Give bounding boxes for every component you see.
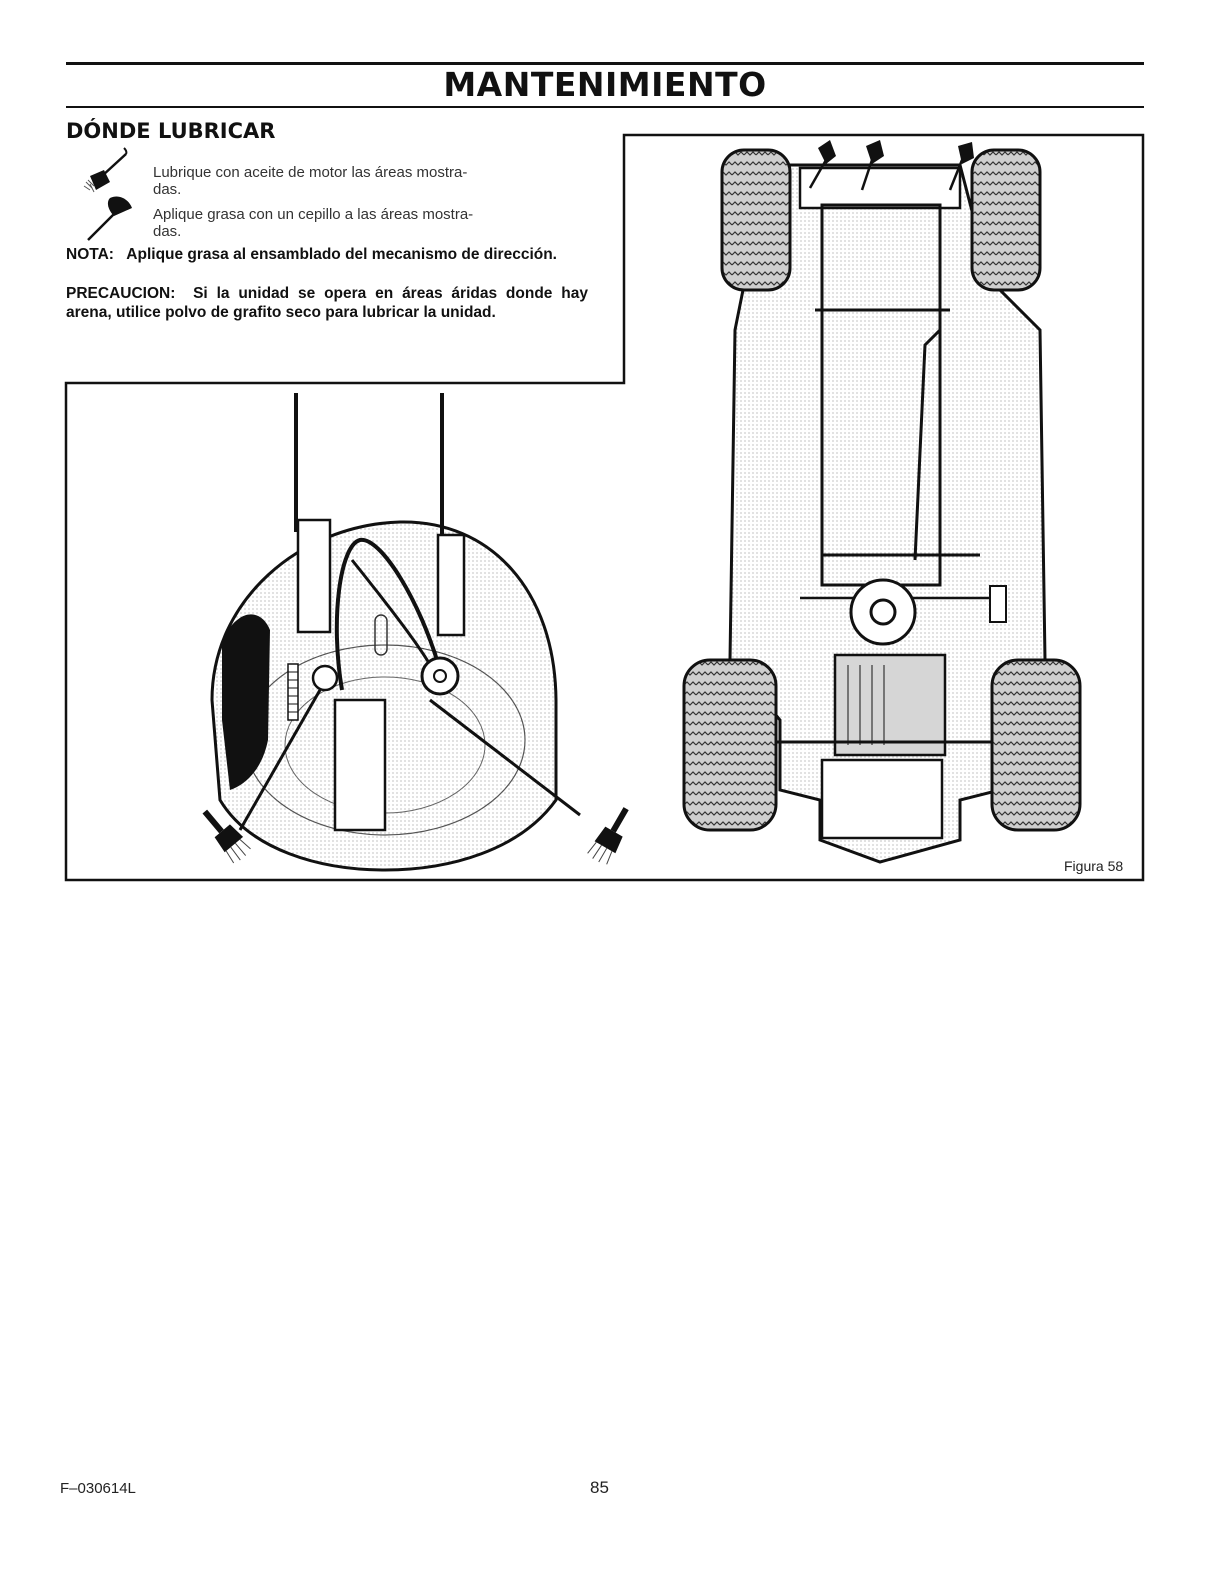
- oil-can-icon: [83, 147, 128, 193]
- oil-legend-text: Lubrique con aceite de motor las áreas m…: [153, 164, 593, 198]
- note-label: NOTA:: [66, 246, 114, 263]
- oil-legend-line1: Lubrique con aceite de motor las áreas m…: [153, 164, 468, 181]
- grease-legend-line1: Aplique grasa con un cepillo a las áreas…: [153, 206, 474, 223]
- note-text: Aplique grasa al ensamblado del mecanism…: [126, 246, 557, 263]
- header-rule-bottom: [66, 106, 1144, 108]
- note-paragraph: NOTA: Aplique grasa al ensamblado del me…: [66, 245, 588, 264]
- section-heading: DÓNDE LUBRICAR: [66, 119, 276, 143]
- grease-brush-icon: [87, 196, 132, 241]
- grease-legend-line2: das.: [153, 223, 182, 240]
- grease-legend-text: Aplique grasa con un cepillo a las áreas…: [153, 206, 593, 240]
- figure-border: [64, 133, 1145, 882]
- oil-legend-line2: das.: [153, 181, 182, 198]
- tractor-underside-illustration: [682, 140, 1082, 864]
- page-title: MANTENIMIENTO: [443, 65, 767, 104]
- caution-label: PRECAUCION:: [66, 285, 176, 302]
- caution-text: Si la unidad se opera en áreas áridas do…: [66, 285, 588, 321]
- mower-deck-underside-illustration: [202, 393, 629, 872]
- caution-paragraph: PRECAUCION: Si la unidad se opera en áre…: [66, 284, 588, 322]
- figure-label: Figura 58: [1064, 858, 1124, 874]
- header-rule-top: [66, 62, 1144, 65]
- page-number: 85: [590, 1478, 609, 1497]
- document-code: F–030614L: [60, 1480, 136, 1497]
